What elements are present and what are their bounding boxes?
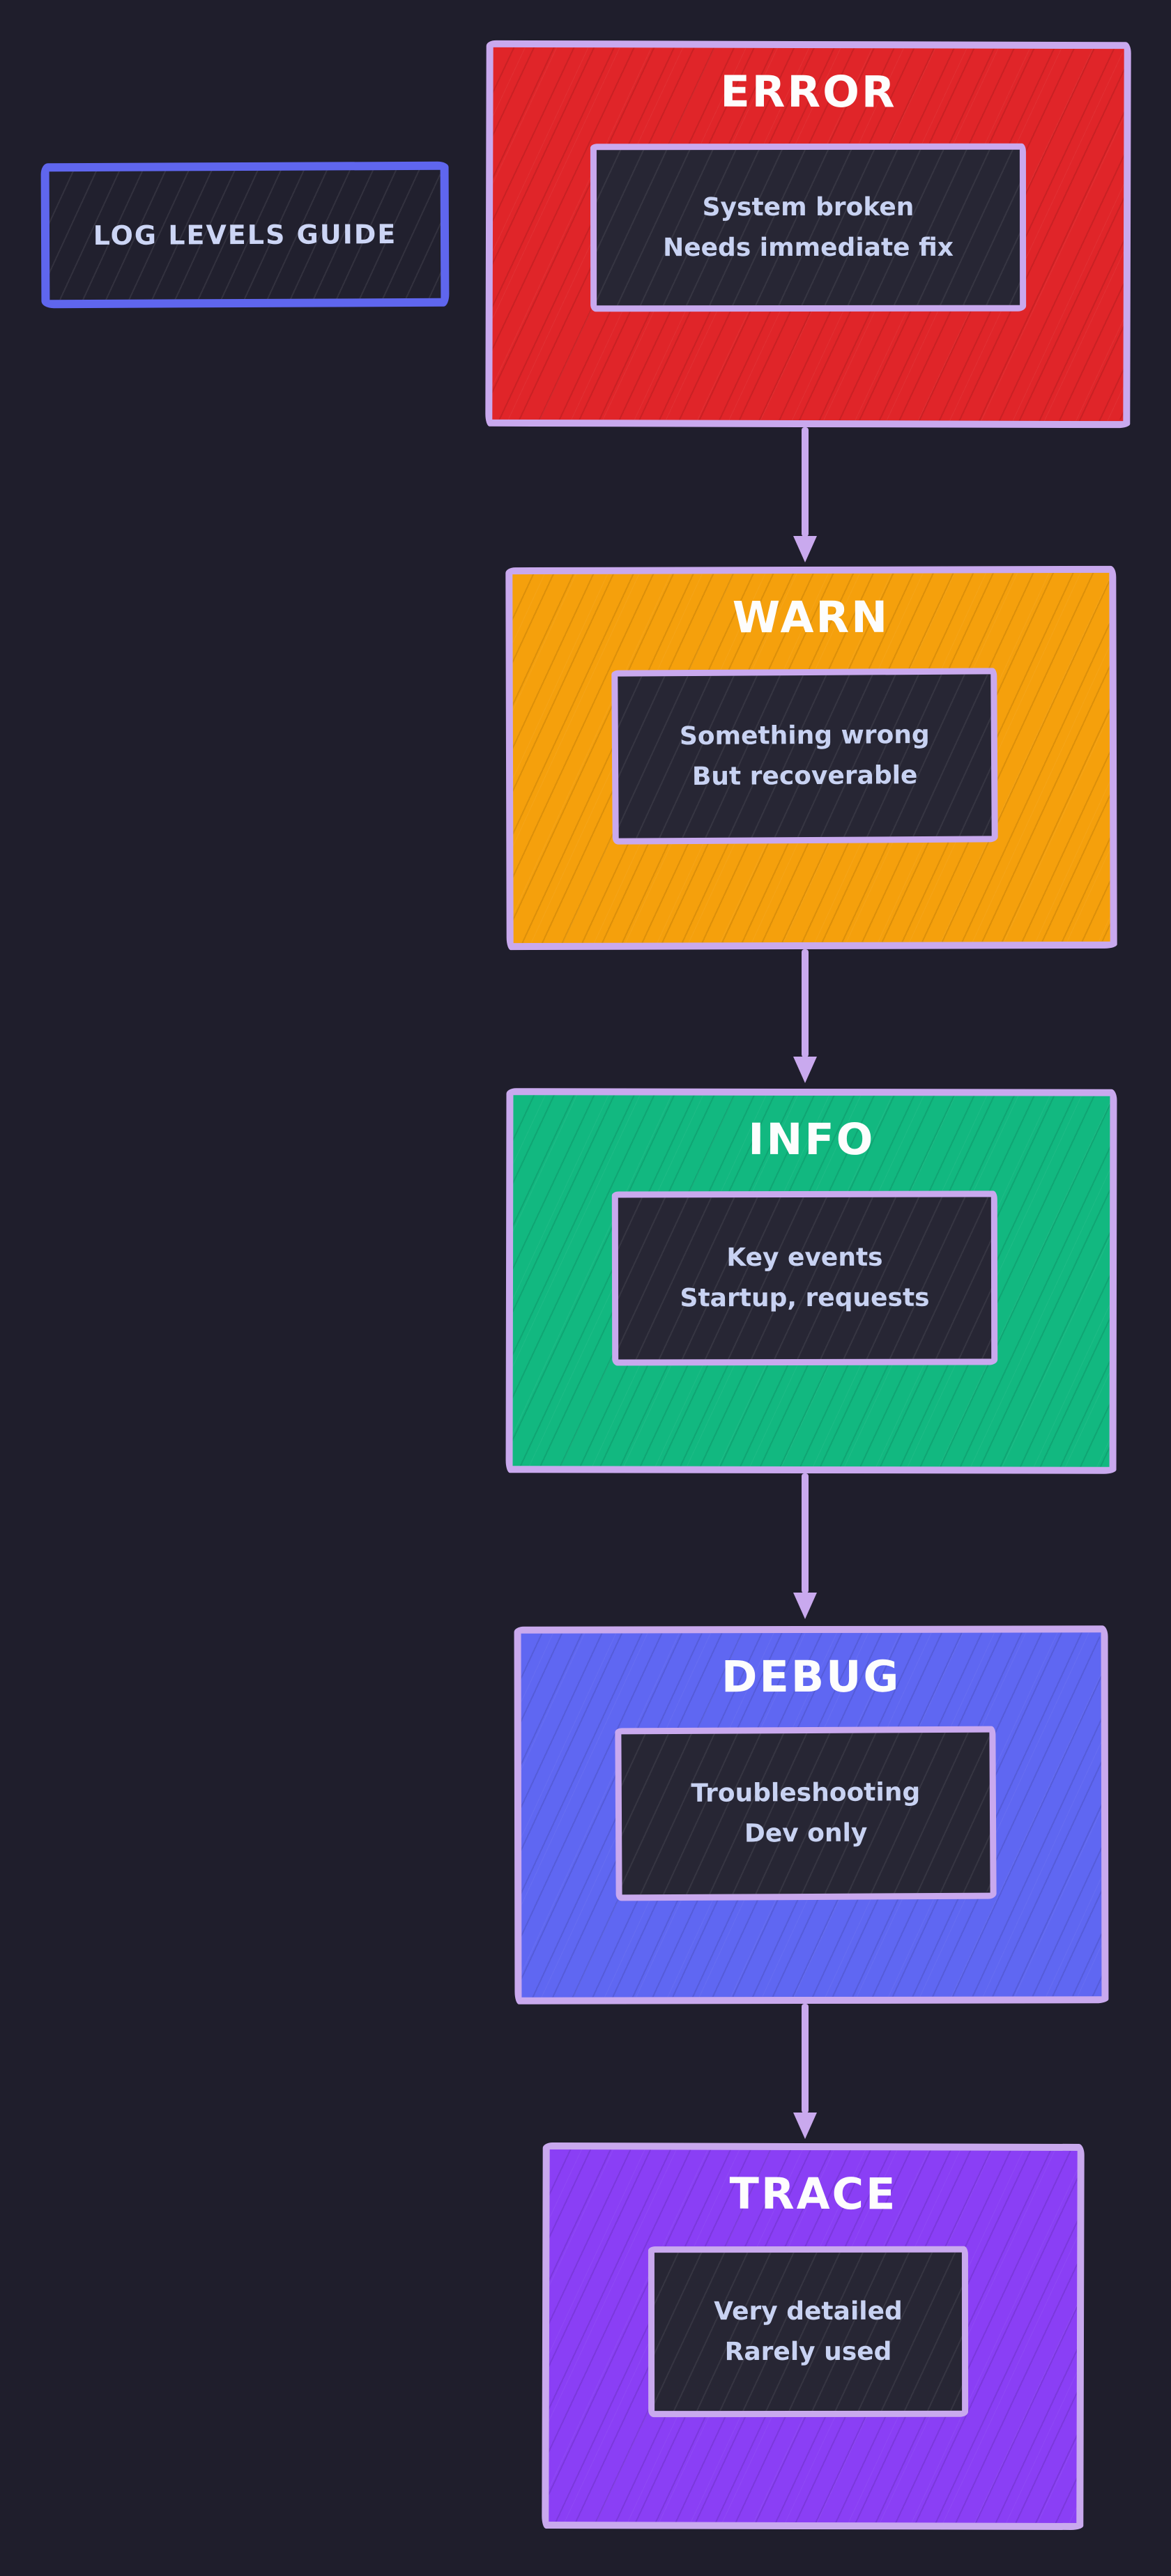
arrow-warn-to-info [802, 949, 809, 1057]
level-title-debug: DEBUG [721, 1650, 901, 1703]
note-line: Startup, requests [680, 1283, 930, 1313]
note-line: Key events [726, 1243, 883, 1273]
level-box-error: ERROR System broken Needs immediate fix [485, 40, 1131, 429]
arrow-error-to-warn [802, 427, 809, 537]
level-note-debug: Troubleshooting Dev only [615, 1726, 997, 1901]
note-line: Very detailed [714, 2297, 903, 2326]
note-line: But recoverable [691, 761, 918, 792]
level-note-error: System broken Needs immediate fix [590, 143, 1027, 312]
guide-label-box: LOG LEVELS GUIDE [40, 161, 450, 309]
note-line: Something wrong [679, 721, 930, 751]
level-box-trace: TRACE Very detailed Rarely used [542, 2142, 1085, 2531]
level-title-info: INFO [748, 1113, 875, 1165]
level-note-warn: Something wrong But recoverable [611, 668, 998, 845]
level-title-error: ERROR [720, 66, 897, 118]
level-box-warn: WARN Something wrong But recoverable [505, 565, 1117, 951]
note-line: Rarely used [724, 2337, 892, 2366]
level-box-info: INFO Key events Startup, requests [505, 1088, 1117, 1474]
guide-label: LOG LEVELS GUIDE [93, 219, 397, 251]
level-note-trace: Very detailed Rarely used [648, 2246, 969, 2418]
arrow-debug-to-trace [802, 2004, 809, 2113]
level-title-trace: TRACE [729, 2168, 898, 2220]
level-title-warn: WARN [732, 591, 890, 643]
level-note-info: Key events Startup, requests [611, 1190, 998, 1366]
level-box-debug: DEBUG Troubleshooting Dev only [514, 1625, 1109, 2004]
note-line: Troubleshooting [691, 1778, 921, 1809]
arrow-info-to-debug [802, 1473, 809, 1593]
note-line: Dev only [744, 1818, 868, 1848]
note-line: Needs immediate fix [663, 233, 954, 262]
note-line: System broken [702, 192, 914, 222]
